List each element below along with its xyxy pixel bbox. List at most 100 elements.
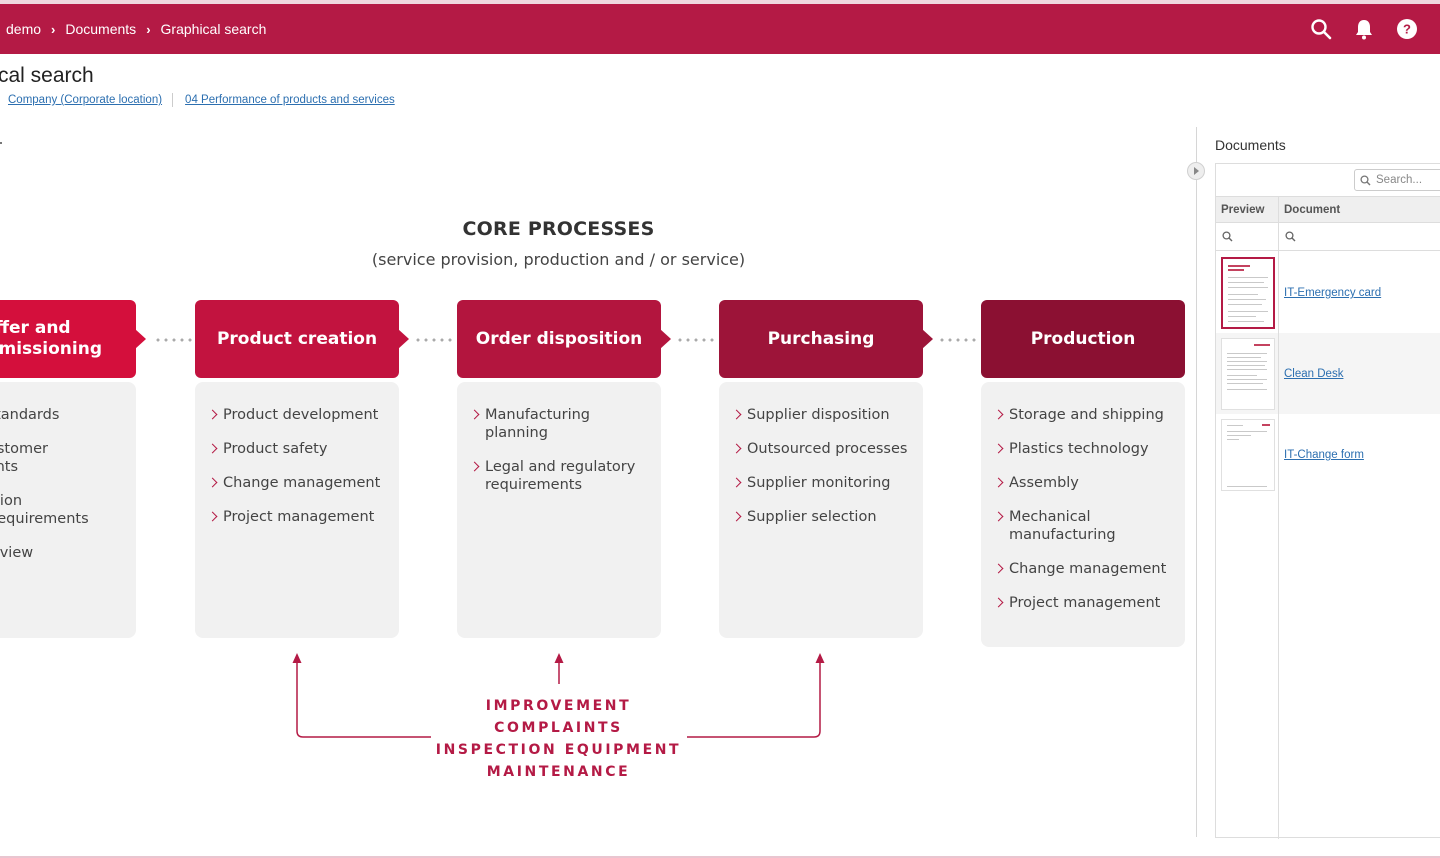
feedback-inspection-equipment[interactable]: INSPECTION EQUIPMENT: [435, 742, 682, 758]
bottom-accent-line: [0, 856, 1440, 858]
table-row[interactable]: IT-Change form: [1216, 414, 1440, 495]
svg-text:?: ?: [1403, 22, 1411, 37]
connector-dots: [938, 338, 980, 342]
search-icon: [1360, 174, 1371, 185]
process-item[interactable]: Change management: [993, 560, 1175, 578]
documents-search-input[interactable]: Search...: [1354, 169, 1440, 191]
feedback-maintenance[interactable]: MAINTENANCE: [486, 764, 631, 780]
process-box-product-creation: Product development Product safety Chang…: [195, 382, 399, 638]
arrow-notch-icon: [398, 329, 409, 349]
process-item[interactable]: Product development: [207, 406, 389, 424]
panel-edge-marker: [0, 142, 2, 144]
process-box-offer: ical standards fic customer rements mina…: [0, 382, 136, 638]
filter-search-icon[interactable]: [1222, 231, 1233, 242]
process-header-production[interactable]: Production: [981, 300, 1185, 378]
process-label-production: Production: [1030, 328, 1136, 349]
arrowhead-center-icon: [554, 653, 564, 663]
feedback-labels: IMPROVEMENT COMPLAINTS INSPECTION EQUIPM…: [0, 695, 1117, 783]
arrowhead-right-icon: [815, 653, 825, 663]
process-header-purchasing[interactable]: Purchasing: [719, 300, 933, 378]
document-thumbnail[interactable]: [1221, 338, 1275, 410]
document-thumbnail[interactable]: [1221, 257, 1275, 329]
process-items-product-creation: Product development Product safety Chang…: [207, 406, 389, 526]
column-header-document[interactable]: Document: [1284, 204, 1341, 216]
top-accent-line: [0, 0, 1440, 4]
process-item[interactable]: act review: [0, 544, 126, 562]
diagram-title: CORE PROCESSES: [462, 218, 655, 240]
process-label-offer: Offer and mmissioning: [0, 318, 102, 359]
breadcrumb-separator-icon: ›: [146, 21, 151, 37]
process-item[interactable]: Change management: [207, 474, 389, 492]
process-item[interactable]: Supplier selection: [731, 508, 913, 526]
breadcrumb: demo › Documents › Graphical search: [0, 21, 266, 37]
bell-icon[interactable]: [1354, 18, 1374, 40]
breadcrumb-documents[interactable]: Documents: [65, 21, 137, 37]
process-item[interactable]: Storage and shipping: [993, 406, 1175, 424]
breadcrumb-demo[interactable]: demo: [6, 21, 42, 37]
arrow-notch-icon: [135, 329, 146, 349]
process-item[interactable]: Assembly: [993, 474, 1175, 492]
process-item[interactable]: fic customer rements: [0, 440, 126, 476]
arrow-notch-icon: [922, 329, 933, 349]
process-item[interactable]: Project management: [993, 594, 1175, 612]
process-box-purchasing: Supplier disposition Outsourced processe…: [719, 382, 923, 638]
feedback-complaints[interactable]: COMPLAINTS: [494, 720, 623, 736]
panel-splitter[interactable]: [1196, 127, 1197, 837]
process-item[interactable]: Manufacturing planning: [469, 406, 651, 442]
process-item[interactable]: Plastics technology: [993, 440, 1175, 458]
context-links: Company (Corporate location) 04 Performa…: [8, 93, 395, 107]
process-item[interactable]: Legal and regulatory requirements: [469, 458, 651, 494]
documents-grid-header: Preview Document: [1216, 196, 1440, 223]
document-thumbnail[interactable]: [1221, 419, 1275, 491]
process-label-purchasing: Purchasing: [767, 328, 875, 349]
connector-dots: [154, 338, 194, 342]
document-link-clean-desk[interactable]: Clean Desk: [1284, 368, 1344, 380]
document-link-it-change-form[interactable]: IT-Change form: [1284, 449, 1364, 461]
process-header-order-disposition[interactable]: Order disposition: [457, 300, 671, 378]
arrowhead-left-icon: [292, 653, 302, 663]
table-row[interactable]: Clean Desk: [1216, 333, 1440, 414]
breadcrumb-graphical-search[interactable]: Graphical search: [160, 21, 267, 37]
search-icon[interactable]: [1310, 18, 1332, 40]
process-items-production: Storage and shipping Plastics technology…: [993, 406, 1175, 612]
page-title: cal search: [0, 64, 94, 87]
column-header-preview[interactable]: Preview: [1221, 204, 1265, 216]
table-row[interactable]: IT-Emergency card: [1216, 252, 1440, 333]
diagram-subtitle: (service provision, production and / or …: [371, 250, 746, 269]
link-performance-products[interactable]: 04 Performance of products and services: [185, 94, 395, 106]
process-item[interactable]: Project management: [207, 508, 389, 526]
document-link-it-emergency-card[interactable]: IT-Emergency card: [1284, 287, 1382, 299]
process-item[interactable]: Product safety: [207, 440, 389, 458]
process-item[interactable]: Mechanical manufacturing: [993, 508, 1175, 544]
process-item[interactable]: Supplier monitoring: [731, 474, 913, 492]
arrow-notch-icon: [660, 329, 671, 349]
process-item[interactable]: mination mer requirements: [0, 492, 126, 528]
top-navigation-bar: demo › Documents › Graphical search ?: [0, 4, 1440, 54]
process-items-purchasing: Supplier disposition Outsourced processe…: [731, 406, 913, 526]
process-header-product-creation[interactable]: Product creation: [195, 300, 409, 378]
column-divider: [1278, 196, 1279, 839]
collapse-panel-button[interactable]: [1187, 162, 1205, 180]
help-icon[interactable]: ?: [1396, 18, 1418, 40]
process-label-product-creation: Product creation: [216, 328, 378, 349]
breadcrumb-separator-icon: ›: [51, 21, 56, 37]
process-box-production: Storage and shipping Plastics technology…: [981, 382, 1185, 647]
link-divider: [172, 93, 174, 107]
process-item[interactable]: ical standards: [0, 406, 126, 424]
process-items-offer: ical standards fic customer rements mina…: [0, 406, 126, 562]
process-item[interactable]: Supplier disposition: [731, 406, 913, 424]
filter-search-icon[interactable]: [1285, 231, 1296, 242]
topbar-actions: ?: [1310, 4, 1418, 54]
process-box-order-disposition: Manufacturing planning Legal and regulat…: [457, 382, 661, 638]
documents-panel: Search... Preview Document IT-Emergency …: [1215, 163, 1440, 839]
process-items-order-disposition: Manufacturing planning Legal and regulat…: [469, 406, 651, 494]
documents-filter-row: [1216, 223, 1440, 251]
process-header-offer[interactable]: Offer and mmissioning: [0, 300, 146, 378]
feedback-improvement[interactable]: IMPROVEMENT: [485, 698, 632, 714]
documents-panel-title: Documents: [1215, 137, 1286, 153]
connector-dots: [414, 338, 456, 342]
process-diagram: CORE PROCESSES (service provision, produ…: [0, 120, 1196, 820]
search-placeholder: Search...: [1376, 174, 1423, 186]
process-item[interactable]: Outsourced processes: [731, 440, 913, 458]
link-company-location[interactable]: Company (Corporate location): [8, 94, 163, 106]
